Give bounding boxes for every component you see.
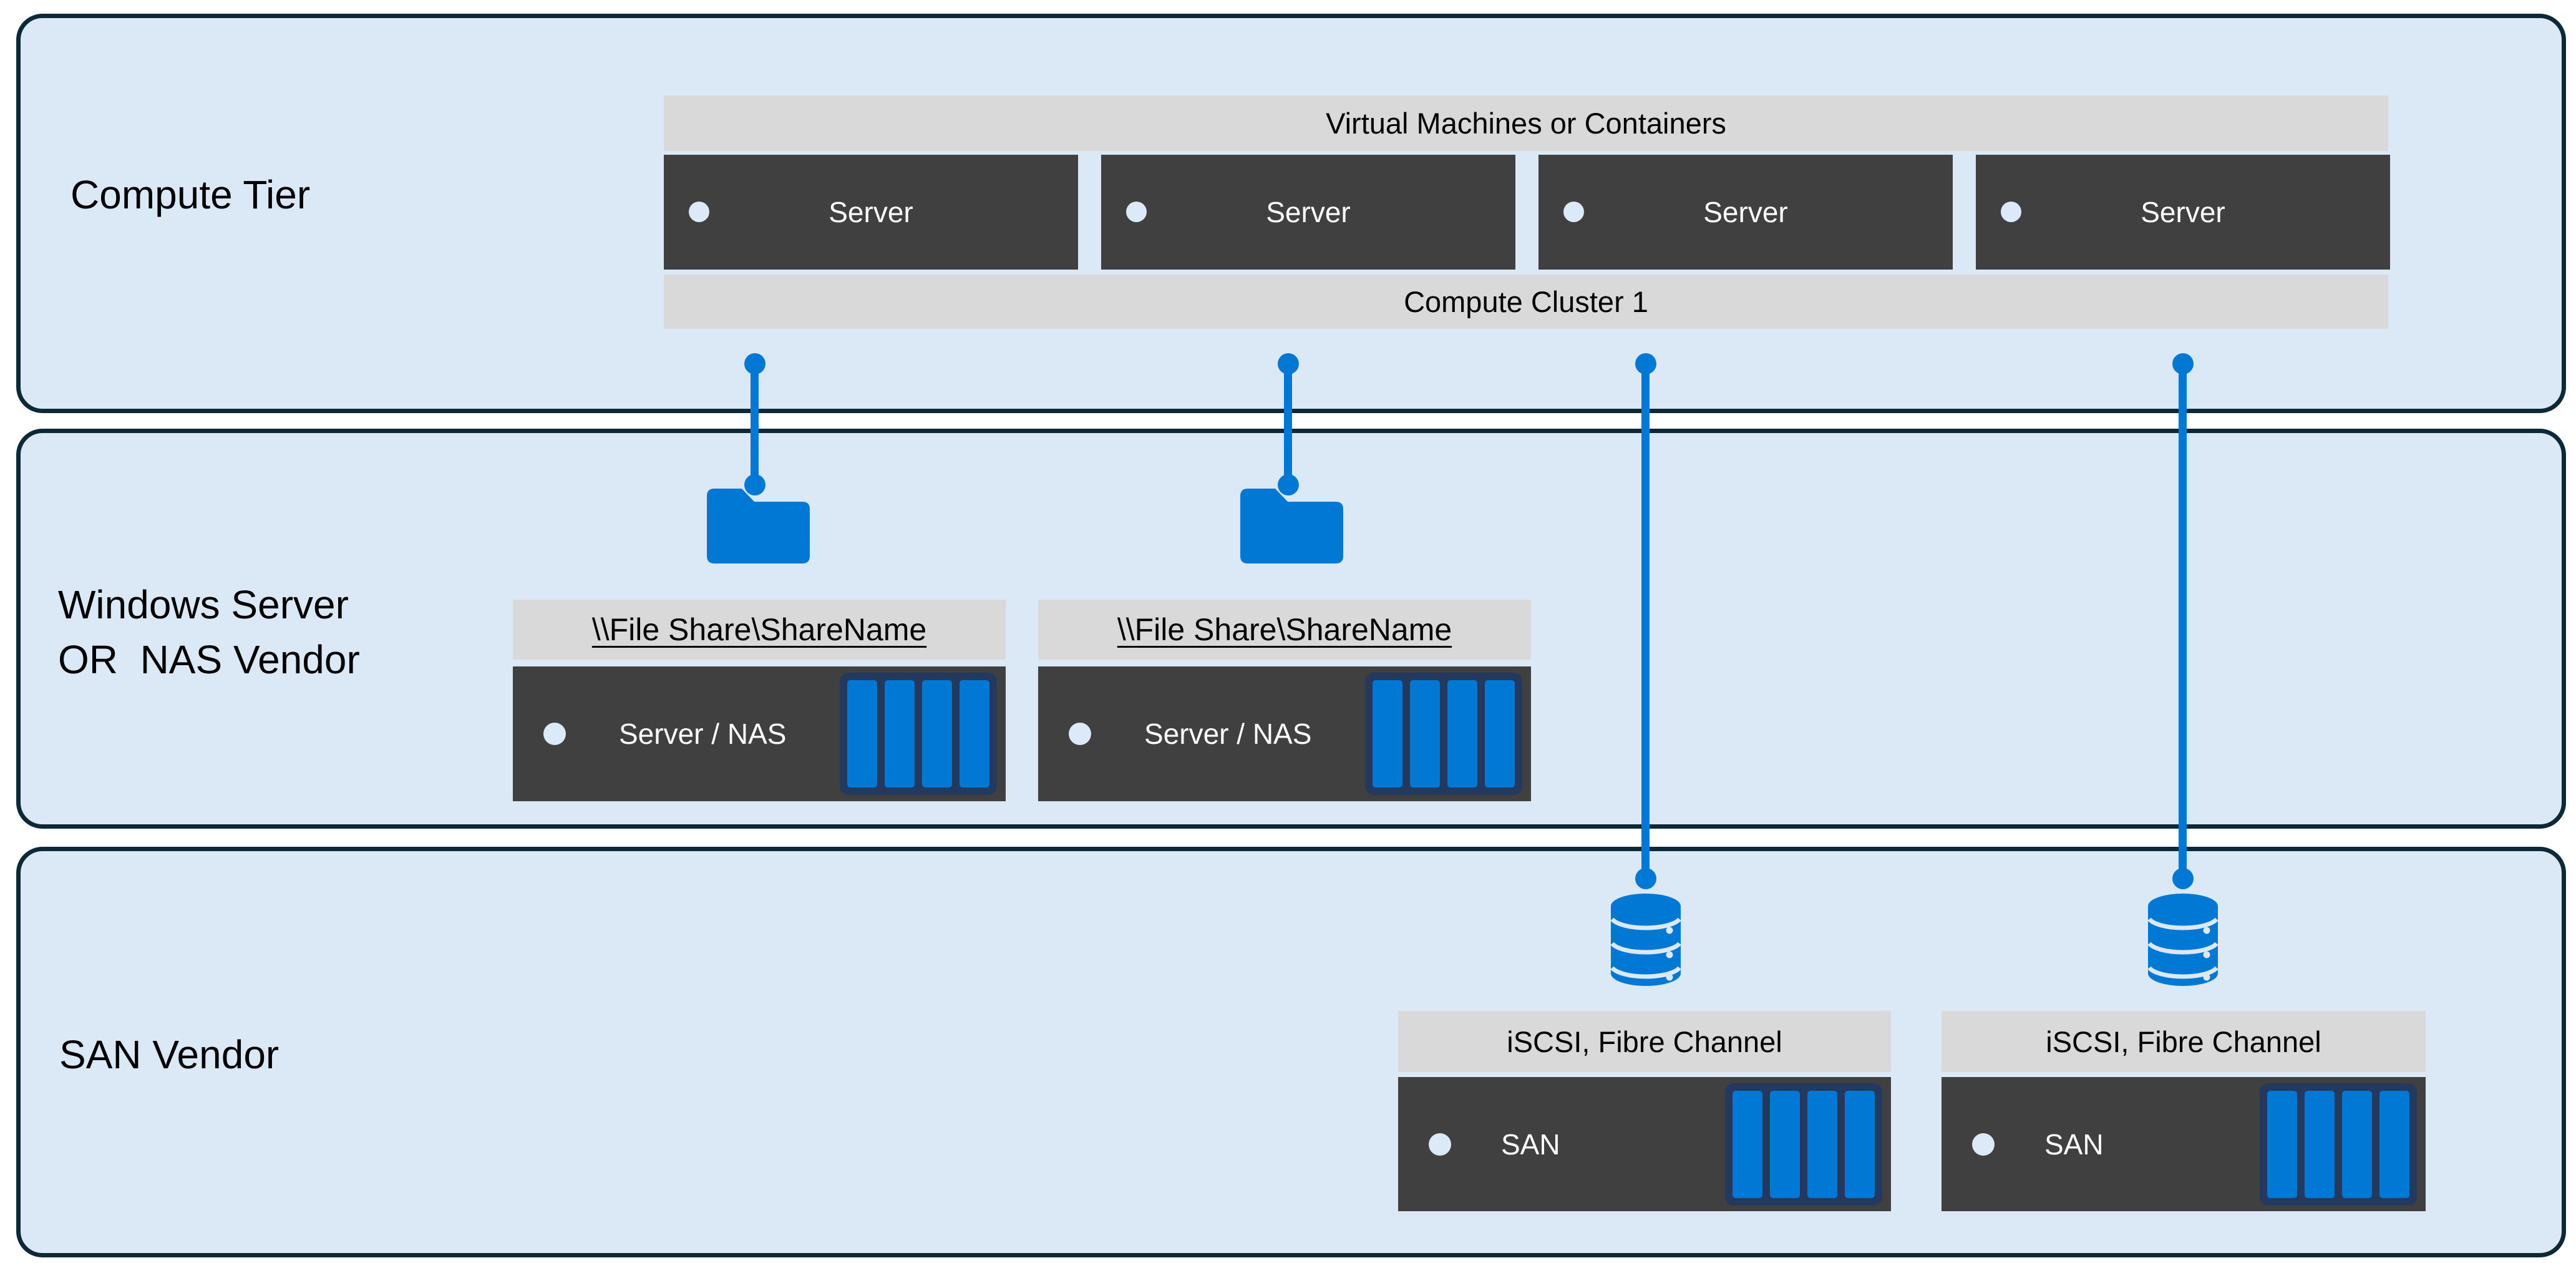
disk-array-icon (2260, 1083, 2417, 1206)
server-box: Server (1976, 155, 2390, 270)
connector-dot (1278, 474, 1299, 495)
led-dot-icon (2001, 202, 2021, 222)
server-label: Server (1266, 196, 1351, 228)
server-label: Server (2141, 196, 2225, 228)
database-icon (1611, 894, 1681, 986)
disk-slot (922, 680, 952, 788)
disk-slot (2379, 1091, 2409, 1198)
disk-slot (1485, 680, 1515, 788)
connector-line (1641, 364, 1650, 879)
share-path-label: \\File Share\ShareName (591, 612, 927, 647)
disk-slot (1770, 1091, 1800, 1198)
led-dot-icon (1972, 1133, 1995, 1156)
san-label: SAN (2044, 1128, 2104, 1161)
server-box: Server (664, 155, 1078, 270)
led-dot-icon (543, 723, 566, 745)
connector-dot (744, 474, 766, 495)
connector-dot (1635, 868, 1656, 889)
compute-cluster-bar: Compute Cluster 1 (664, 275, 2388, 329)
connector-line (1284, 364, 1292, 485)
led-dot-icon (1429, 1133, 1451, 1156)
nas-label: Server / NAS (619, 718, 787, 750)
folder-icon (707, 489, 810, 563)
server-label: Server (829, 196, 913, 228)
disk-slot (1807, 1091, 1837, 1198)
led-dot-icon (1126, 202, 1147, 222)
disk-array-icon (1365, 673, 1522, 795)
folder-icon (1240, 489, 1343, 563)
disk-array-icon (840, 673, 997, 795)
nas-box: Server / NAS (513, 666, 1006, 801)
server-box: Server (1101, 155, 1515, 270)
vm-containers-bar: Virtual Machines or Containers (664, 95, 2388, 151)
nas-label: Server / NAS (1144, 718, 1312, 750)
share-path-bar: \\File Share\ShareName (513, 600, 1006, 660)
led-dot-icon (1563, 202, 1584, 222)
disk-slot (960, 680, 989, 788)
san-protocol-label: iSCSI, Fibre Channel (1507, 1025, 1782, 1058)
san-protocol-bar: iSCSI, Fibre Channel (1942, 1011, 2426, 1072)
san-protocol-bar: iSCSI, Fibre Channel (1398, 1011, 1891, 1072)
server-label: Server (1703, 196, 1788, 228)
san-label: SAN (1501, 1128, 1560, 1161)
san-box: SAN (1398, 1077, 1891, 1211)
connector-dot (2172, 868, 2194, 889)
disk-slot (1845, 1091, 1875, 1198)
compute-tier-label: Compute Tier (70, 172, 311, 217)
disk-slot (885, 680, 915, 788)
nas-box: Server / NAS (1038, 666, 1531, 801)
disk-slot (1447, 680, 1477, 788)
disk-array-icon (1725, 1083, 1882, 1206)
disk-slot (1410, 680, 1440, 788)
connector-line (751, 364, 759, 485)
server-box: Server (1538, 155, 1953, 270)
connector-line (2179, 364, 2187, 879)
database-icon (2148, 894, 2218, 986)
disk-slot (2305, 1091, 2335, 1198)
disk-slot (2267, 1091, 2297, 1198)
led-dot-icon (689, 202, 709, 222)
san-box: SAN (1942, 1077, 2426, 1211)
file-share-tier-label: Windows Server OR NAS Vendor (58, 582, 360, 682)
san-protocol-label: iSCSI, Fibre Channel (2046, 1025, 2321, 1058)
share-path-label: \\File Share\ShareName (1117, 612, 1452, 647)
led-dot-icon (1069, 723, 1091, 745)
disk-slot (1373, 680, 1402, 788)
disk-slot (847, 680, 877, 788)
share-path-bar: \\File Share\ShareName (1038, 600, 1531, 660)
disk-slot (1733, 1091, 1762, 1198)
san-tier-label: SAN Vendor (59, 1032, 279, 1077)
disk-slot (2342, 1091, 2372, 1198)
